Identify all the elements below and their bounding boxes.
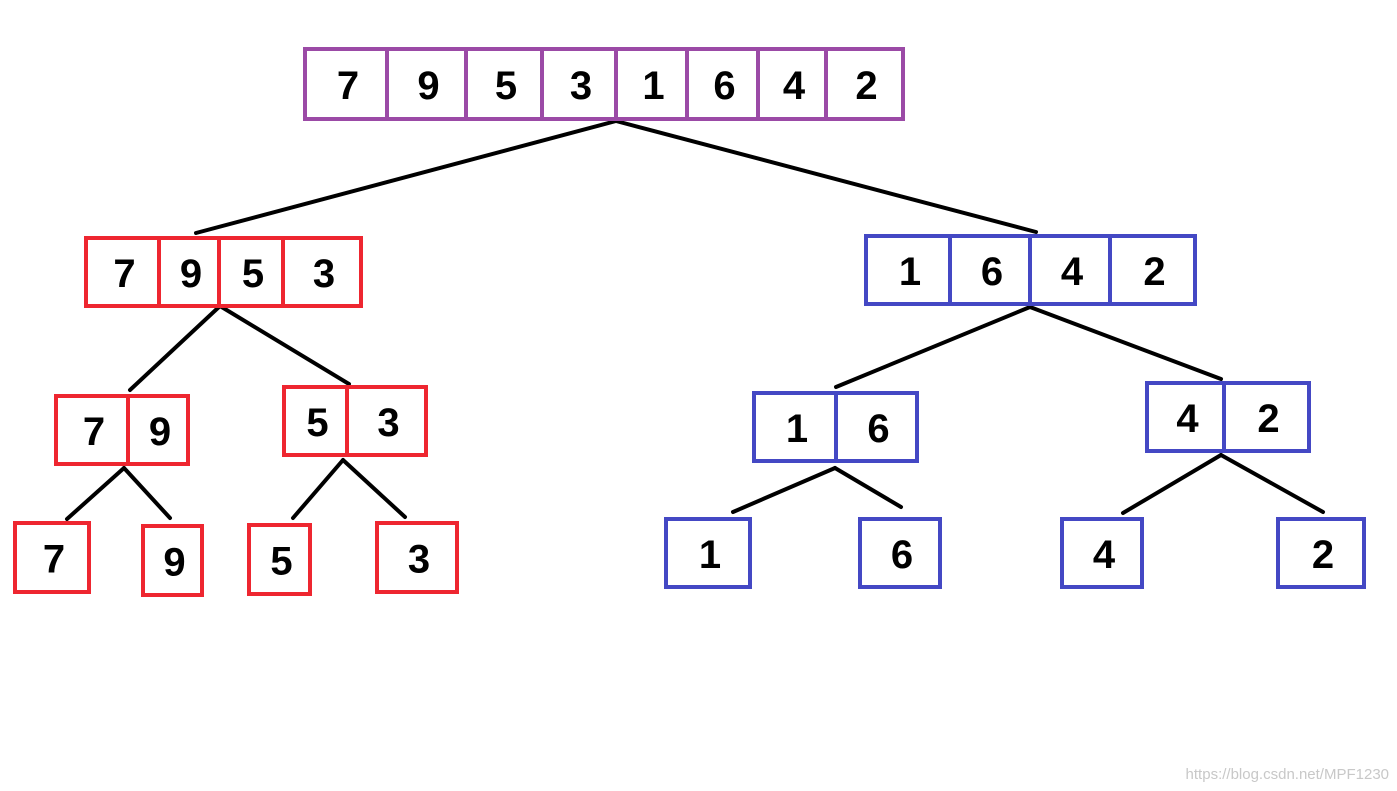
cell-value: 9: [163, 541, 185, 585]
cell-value: 7: [337, 64, 359, 108]
cell-value: 6: [867, 407, 889, 451]
leaf-array: 5: [247, 523, 312, 596]
leaf-array: 9: [141, 524, 204, 597]
cell-value: 7: [83, 410, 105, 454]
cell-value: 3: [313, 252, 335, 296]
cell-value: 6: [891, 533, 913, 577]
cell-value: 5: [242, 252, 264, 296]
tree-edge: [614, 119, 1038, 234]
tree-edge: [833, 466, 903, 509]
cell-value: 2: [1257, 397, 1279, 441]
cell-value: 3: [408, 538, 430, 582]
cell-value: 4: [1093, 533, 1116, 577]
leaf-array: 3: [375, 521, 459, 594]
tree-edge: [1028, 305, 1223, 381]
cell-value: 9: [180, 252, 202, 296]
cell-value: 4: [1061, 250, 1084, 294]
array-cell: [247, 523, 312, 596]
array-cell: [1276, 517, 1366, 589]
cell-value: 1: [699, 533, 721, 577]
cell-value: 2: [1312, 533, 1334, 577]
tree-edge: [1219, 453, 1325, 514]
tree-edge: [218, 304, 351, 386]
cell-value: 1: [786, 407, 808, 451]
cell-value: 2: [855, 64, 877, 108]
root-array: 7 9 5 3 1 6 4 2: [303, 47, 905, 121]
tree-edge: [291, 458, 345, 520]
leaf-array: 7: [13, 521, 91, 594]
leaf-array: 6: [858, 517, 942, 589]
cell-value: 9: [149, 410, 171, 454]
array-cell: [824, 47, 905, 121]
array-cell: [858, 517, 942, 589]
array-cell: [126, 394, 190, 466]
cell-value: 5: [306, 401, 328, 445]
array-cell: [1108, 234, 1197, 306]
array-cell: [1060, 517, 1144, 589]
tree-edge: [341, 458, 407, 519]
cell-value: 1: [642, 64, 664, 108]
cell-value: 4: [783, 64, 806, 108]
tree-edge: [834, 305, 1032, 389]
array-cell: [141, 524, 204, 597]
cell-value: 5: [270, 540, 292, 584]
tree-edge: [122, 466, 172, 520]
array-cell: [375, 521, 459, 594]
tree-edge: [128, 304, 222, 392]
cell-value: 6: [981, 250, 1003, 294]
cell-value: 1: [899, 250, 921, 294]
leaf-array: 4: [1060, 517, 1144, 589]
cell-value: 3: [570, 64, 592, 108]
tree-edge: [65, 466, 126, 521]
tree-edge: [731, 466, 837, 514]
cell-value: 9: [417, 64, 439, 108]
tree-edge: [1121, 453, 1223, 515]
cell-value: 7: [113, 252, 135, 296]
watermark-text: https://blog.csdn.net/MPF1230: [1185, 766, 1389, 783]
cell-value: 3: [377, 401, 399, 445]
array-cell: [834, 391, 919, 463]
tree-edges: [65, 119, 1325, 521]
cell-value: 7: [43, 538, 65, 582]
leaf-array: 1: [664, 517, 752, 589]
leaf-array: 2: [1276, 517, 1366, 589]
array-cell: [345, 385, 428, 457]
array-cell: [13, 521, 91, 594]
cell-value: 6: [713, 64, 735, 108]
cell-value: 5: [495, 64, 517, 108]
cell-value: 2: [1143, 250, 1165, 294]
array-cell: [281, 236, 363, 308]
tree-edge: [194, 119, 618, 235]
array-cell: [664, 517, 752, 589]
cell-value: 4: [1176, 397, 1199, 441]
array-cell: [1222, 381, 1311, 453]
